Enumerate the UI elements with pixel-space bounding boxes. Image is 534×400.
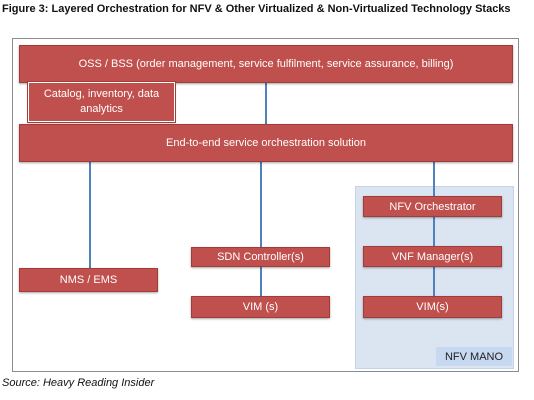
figure-source: Source: Heavy Reading Insider (2, 377, 155, 389)
connector-sdn-to-vim (260, 267, 262, 297)
vnf-manager-box: VNF Manager(s) (363, 246, 502, 267)
sdn-controller-box: SDN Controller(s) (191, 247, 330, 267)
connector-oss-to-e2e (265, 83, 267, 131)
connector-e2e-to-nfvo (433, 162, 435, 197)
vim-left-box: VIM (s) (191, 296, 330, 318)
connector-vnfm-to-vim (433, 266, 435, 297)
connector-e2e-to-nms (89, 162, 91, 269)
connector-e2e-to-sdn (260, 162, 262, 248)
figure-title: Figure 3: Layered Orchestration for NFV … (2, 3, 511, 15)
e2e-orchestration-box: End-to-end service orchestration solutio… (19, 124, 513, 162)
vim-right-box: VIM(s) (363, 296, 502, 318)
connector-nfvo-to-vnfm (433, 216, 435, 246)
nfv-mano-label: NFV MANO (436, 347, 512, 366)
catalog-inventory-box: Catalog, inventory, data analytics (27, 81, 176, 123)
nms-ems-box: NMS / EMS (19, 268, 158, 292)
nfv-orchestrator-box: NFV Orchestrator (363, 196, 502, 217)
oss-bss-box: OSS / BSS (order management, service ful… (19, 45, 513, 83)
